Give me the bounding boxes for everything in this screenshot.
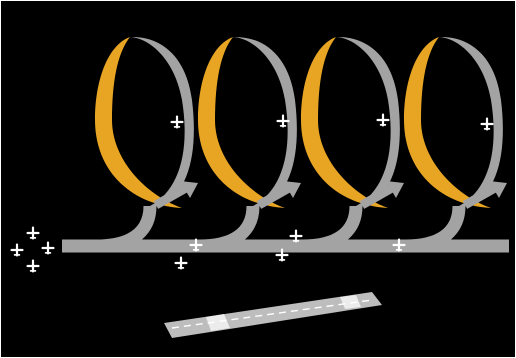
diagram-canvas (0, 0, 516, 358)
loop-maneuver-diagram (0, 0, 516, 358)
